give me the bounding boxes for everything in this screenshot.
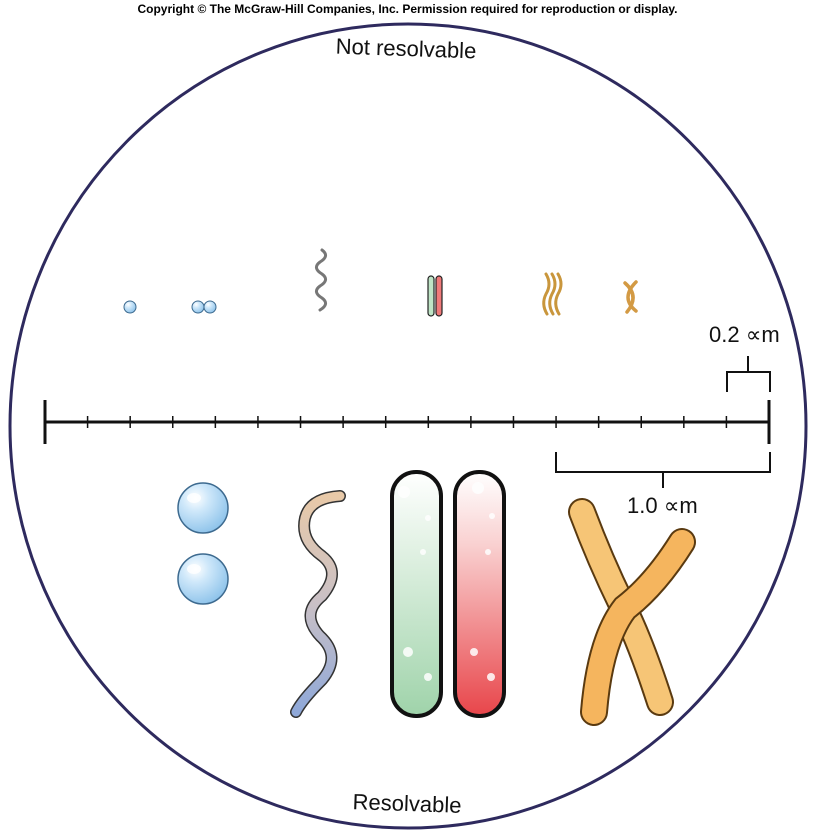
red-rod bbox=[453, 470, 506, 718]
large-crossed-rods bbox=[568, 498, 696, 726]
scale-label-small: 0.2 ∝m bbox=[709, 322, 780, 347]
ruler bbox=[43, 400, 771, 444]
small-coccus bbox=[123, 300, 137, 314]
scale-bracket-large: 1.0 ∝m bbox=[555, 452, 771, 518]
small-curved-rods bbox=[542, 272, 563, 316]
copyright-notice: Copyright © The McGraw-Hill Companies, I… bbox=[137, 2, 678, 16]
not-resolvable-label: Not resolvable bbox=[335, 34, 476, 64]
scale-bracket-small: 0.2 ∝m bbox=[709, 322, 780, 392]
scale-label-large: 1.0 ∝m bbox=[627, 493, 698, 518]
small-spirillum bbox=[315, 248, 327, 312]
large-spirillum bbox=[290, 490, 346, 718]
large-diplococcus bbox=[177, 482, 229, 605]
small-organisms-row bbox=[123, 248, 638, 317]
ruler-ticks bbox=[86, 416, 728, 428]
large-rods bbox=[390, 470, 506, 718]
resolvable-label: Resolvable bbox=[352, 789, 462, 818]
field-of-view-circle bbox=[8, 22, 808, 830]
small-crossed-rods bbox=[623, 280, 638, 314]
green-rod bbox=[390, 470, 443, 718]
small-rods bbox=[427, 275, 443, 317]
small-diplococcus bbox=[191, 300, 217, 314]
